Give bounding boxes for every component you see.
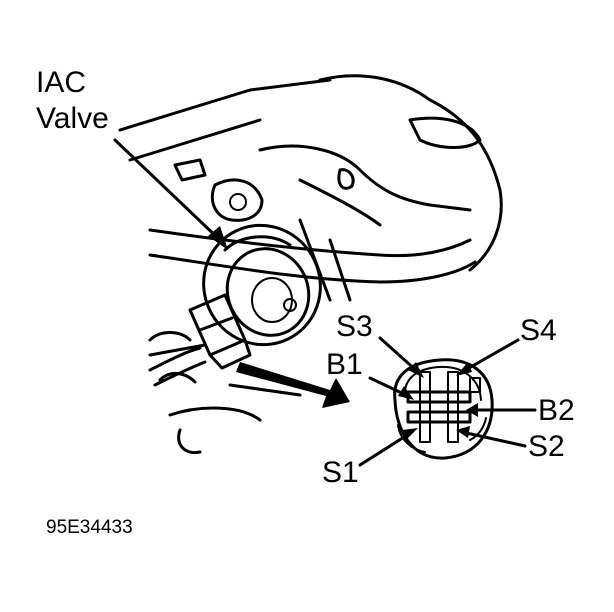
pin-leaders bbox=[358, 336, 537, 467]
label-s1: S1 bbox=[322, 456, 359, 489]
label-s3: S3 bbox=[336, 310, 373, 343]
view-arrow bbox=[236, 362, 350, 408]
iac-label-line1: IAC bbox=[36, 66, 87, 99]
label-s2: S2 bbox=[528, 430, 565, 463]
label-b1: B1 bbox=[326, 348, 363, 381]
label-b2: B2 bbox=[538, 394, 575, 427]
iac-leader bbox=[113, 138, 228, 250]
iac-valve-body bbox=[148, 223, 322, 387]
iac-label-line2: Valve bbox=[36, 102, 109, 135]
figure-code: 95E34433 bbox=[46, 517, 133, 538]
label-s4: S4 bbox=[520, 314, 557, 347]
engine-background bbox=[118, 74, 503, 455]
